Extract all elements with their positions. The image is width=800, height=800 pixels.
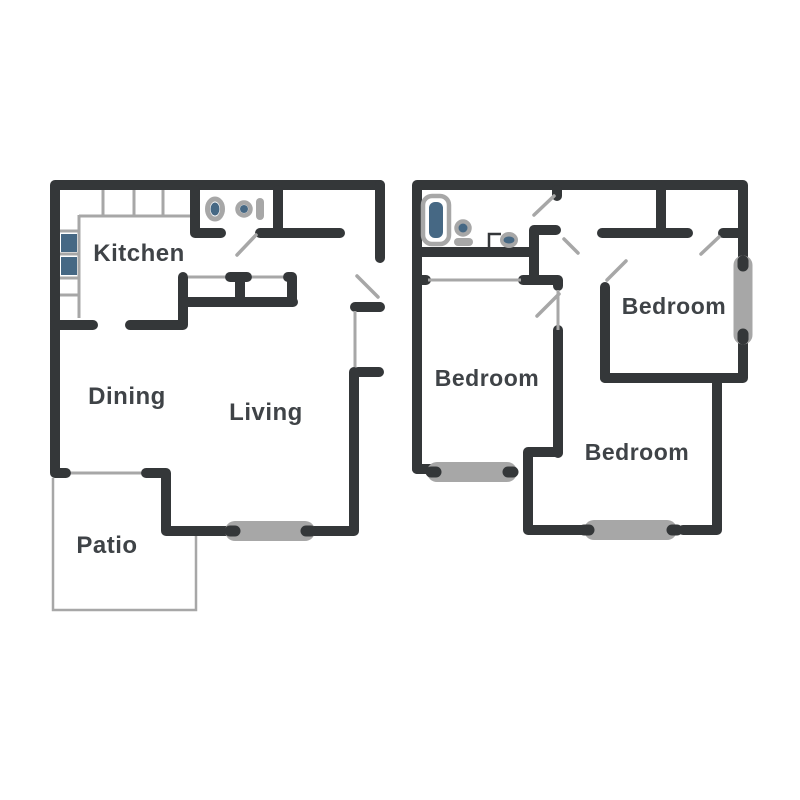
kitchen-sink-icon [61,234,77,252]
wall [600,334,748,383]
walls [50,180,385,536]
room-label-bedroom-top-right: Bedroom [622,293,726,319]
door-swing [699,235,721,256]
door-swing [535,292,561,318]
room-label-bedroom-left: Bedroom [435,365,539,391]
room-label-dining: Dining [88,383,166,410]
kitchen-sink-icon [61,257,77,275]
toilet-icon [205,196,225,222]
wall [678,373,722,535]
door-swing [235,233,258,257]
room-label-living: Living [229,399,303,426]
toilet-icon [500,232,518,248]
bathroom-fixtures [420,193,518,250]
kitchen-cabinets [60,190,190,318]
sink-basin [240,205,248,213]
toilet-bowl [210,202,220,216]
door-swing [355,274,380,299]
sink-icon [235,200,253,218]
door-swing [562,237,580,255]
patio-outline [51,478,198,612]
wall [518,275,563,291]
room-labels: Kitchen Dining Living Patio [76,240,302,559]
room-labels: Bedroom Bedroom Bedroom [435,293,726,465]
room-label-kitchen: Kitchen [93,240,185,267]
wall [523,447,590,535]
second-floor-unit: Bedroom Bedroom Bedroom [412,180,753,540]
windows-and-doors [71,233,380,541]
first-floor-unit: Kitchen Dining Living Patio [50,180,385,612]
toilet-tank [487,232,501,250]
wall [125,272,188,330]
wall [190,185,226,238]
room-label-bedroom-bottom-right: Bedroom [585,439,689,465]
door-swing [532,194,556,217]
wall [141,468,236,536]
bathtub-icon [420,193,452,247]
room-label-patio: Patio [76,532,137,559]
wall [412,180,748,474]
door-swing [605,259,628,282]
pedestal-sink-icon [454,219,472,237]
bathroom-fixtures [205,196,264,222]
wall [529,225,561,285]
sink-basin [458,223,468,233]
toilet-bowl [503,236,515,244]
windows-and-doors [425,194,753,540]
bathtub-basin [429,202,443,238]
wall [308,367,359,536]
